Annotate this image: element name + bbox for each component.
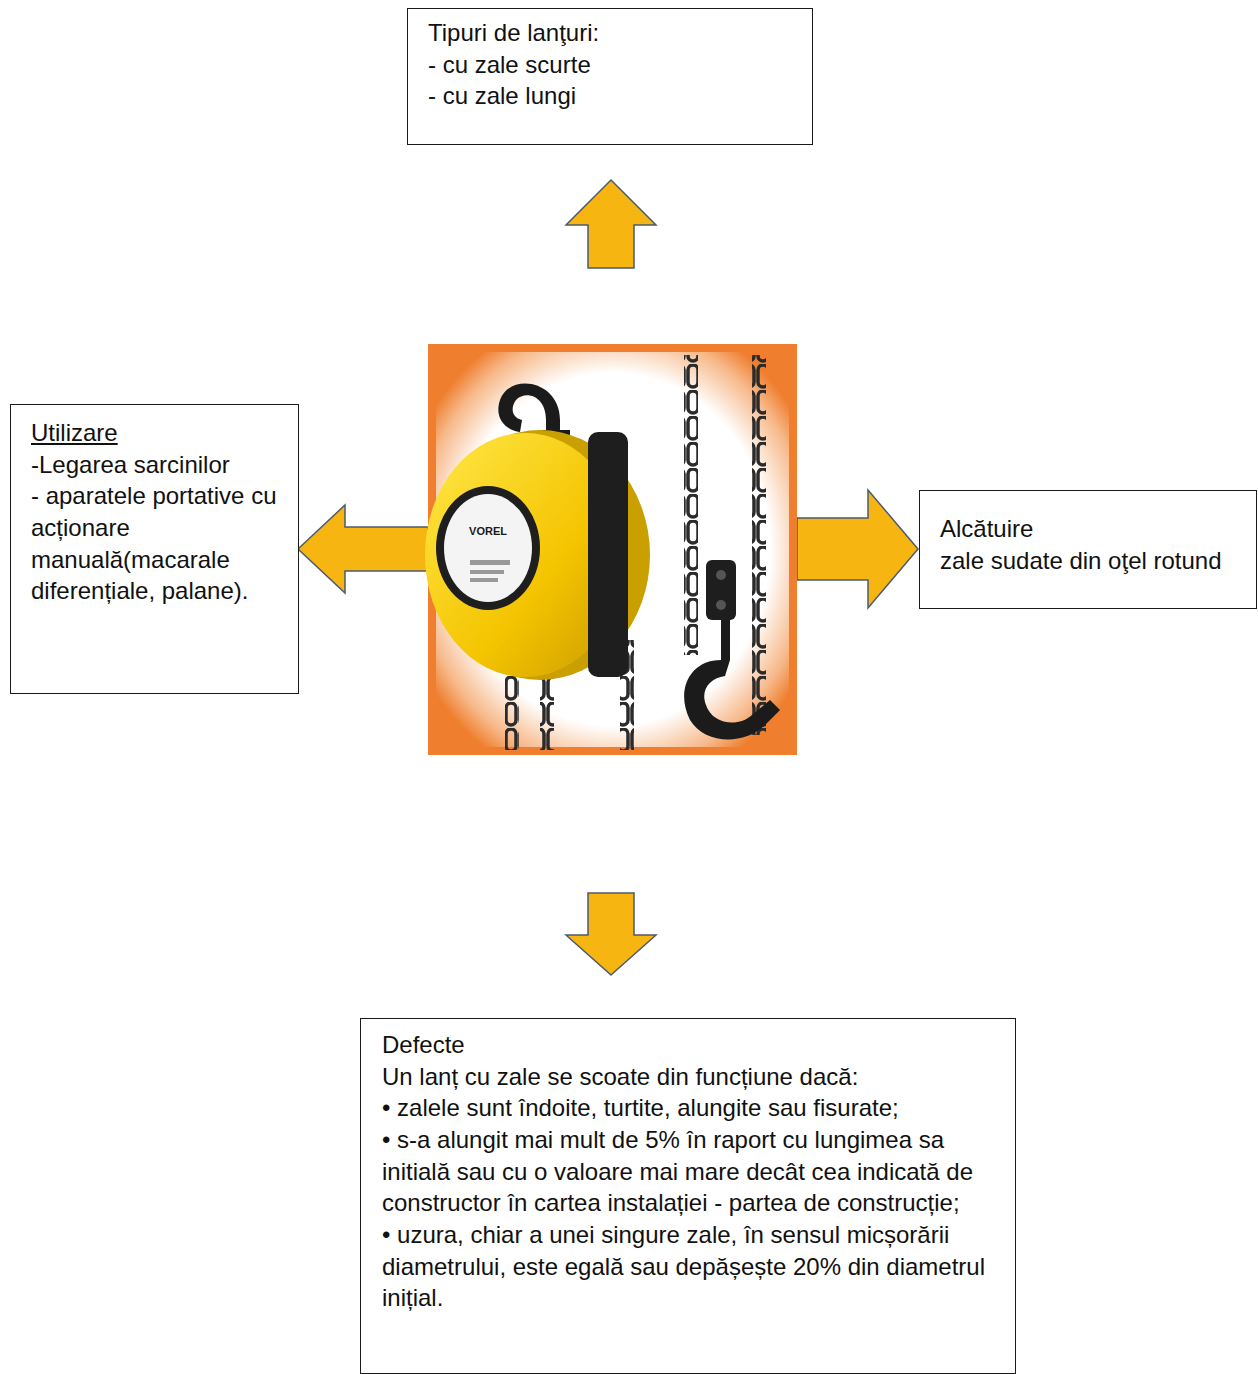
defects-box: DefecteUn lanț cu zale se scoate din fun… bbox=[360, 1018, 1016, 1374]
block-arrow bbox=[298, 180, 918, 975]
box-heading: Tipuri de lanţuri: bbox=[428, 17, 792, 49]
box-body: zale sudate din oţel rotund bbox=[940, 545, 1240, 577]
list-item: • s-a alungit mai mult de 5% în raport c… bbox=[382, 1124, 997, 1219]
box-body: Un lanț cu zale se scoate din funcțiune … bbox=[382, 1061, 997, 1093]
brand-label: VOREL bbox=[460, 526, 516, 537]
list-item: -Legarea sarcinilor bbox=[31, 449, 280, 481]
list-item: - cu zale lungi bbox=[428, 80, 792, 112]
list-item: - aparatele portative cu acționare manua… bbox=[31, 480, 280, 607]
list-item: • zalele sunt îndoite, turtite, alungite… bbox=[382, 1092, 997, 1124]
composition-box: Alcătuirezale sudate din oţel rotund bbox=[919, 490, 1257, 609]
list-item: - cu zale scurte bbox=[428, 49, 792, 81]
box-heading: Defecte bbox=[382, 1029, 997, 1061]
types-box: Tipuri de lanţuri:- cu zale scurte- cu z… bbox=[407, 8, 813, 145]
usage-box: Utilizare-Legarea sarcinilor- aparatele … bbox=[10, 404, 299, 694]
box-heading: Alcătuire bbox=[940, 513, 1240, 545]
chain-hoist-photo bbox=[425, 344, 797, 755]
list-item: • uzura, chiar a unei singure zale, în s… bbox=[382, 1219, 997, 1314]
box-heading: Utilizare bbox=[31, 417, 280, 449]
